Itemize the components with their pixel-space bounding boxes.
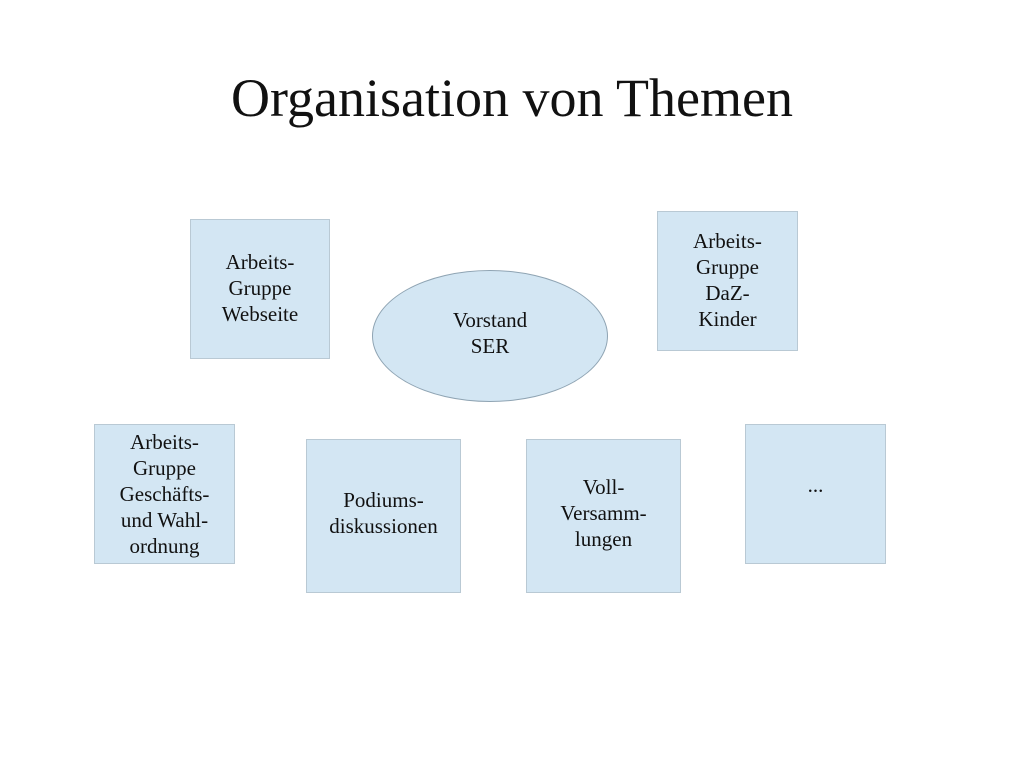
box-more-label: ... [807,473,824,497]
box-more: ... [745,424,886,564]
box-arbeitsgruppe-webseite-label: Arbeits- Gruppe Webseite [221,250,299,326]
box-arbeitsgruppe-geschaeftsordnung-label: Arbeits- Gruppe Geschäfts- und Wahl- ord… [119,430,210,558]
box-arbeitsgruppe-daz-kinder-label: Arbeits- Gruppe DaZ- Kinder [693,229,762,331]
box-podiumsdiskussionen-label: Podiums- diskussionen [329,488,438,538]
ellipse-vorstand-ser: Vorstand SER [372,270,608,402]
box-arbeitsgruppe-daz-kinder: Arbeits- Gruppe DaZ- Kinder [657,211,798,351]
box-arbeitsgruppe-geschaeftsordnung: Arbeits- Gruppe Geschäfts- und Wahl- ord… [94,424,235,564]
box-vollversammlungen: Voll- Versamm- lungen [526,439,681,593]
box-arbeitsgruppe-webseite: Arbeits- Gruppe Webseite [190,219,330,359]
slide-title: Organisation von Themen [231,68,793,128]
box-vollversammlungen-label: Voll- Versamm- lungen [560,475,647,551]
ellipse-vorstand-ser-label: Vorstand SER [452,308,528,358]
box-podiumsdiskussionen: Podiums- diskussionen [306,439,461,593]
